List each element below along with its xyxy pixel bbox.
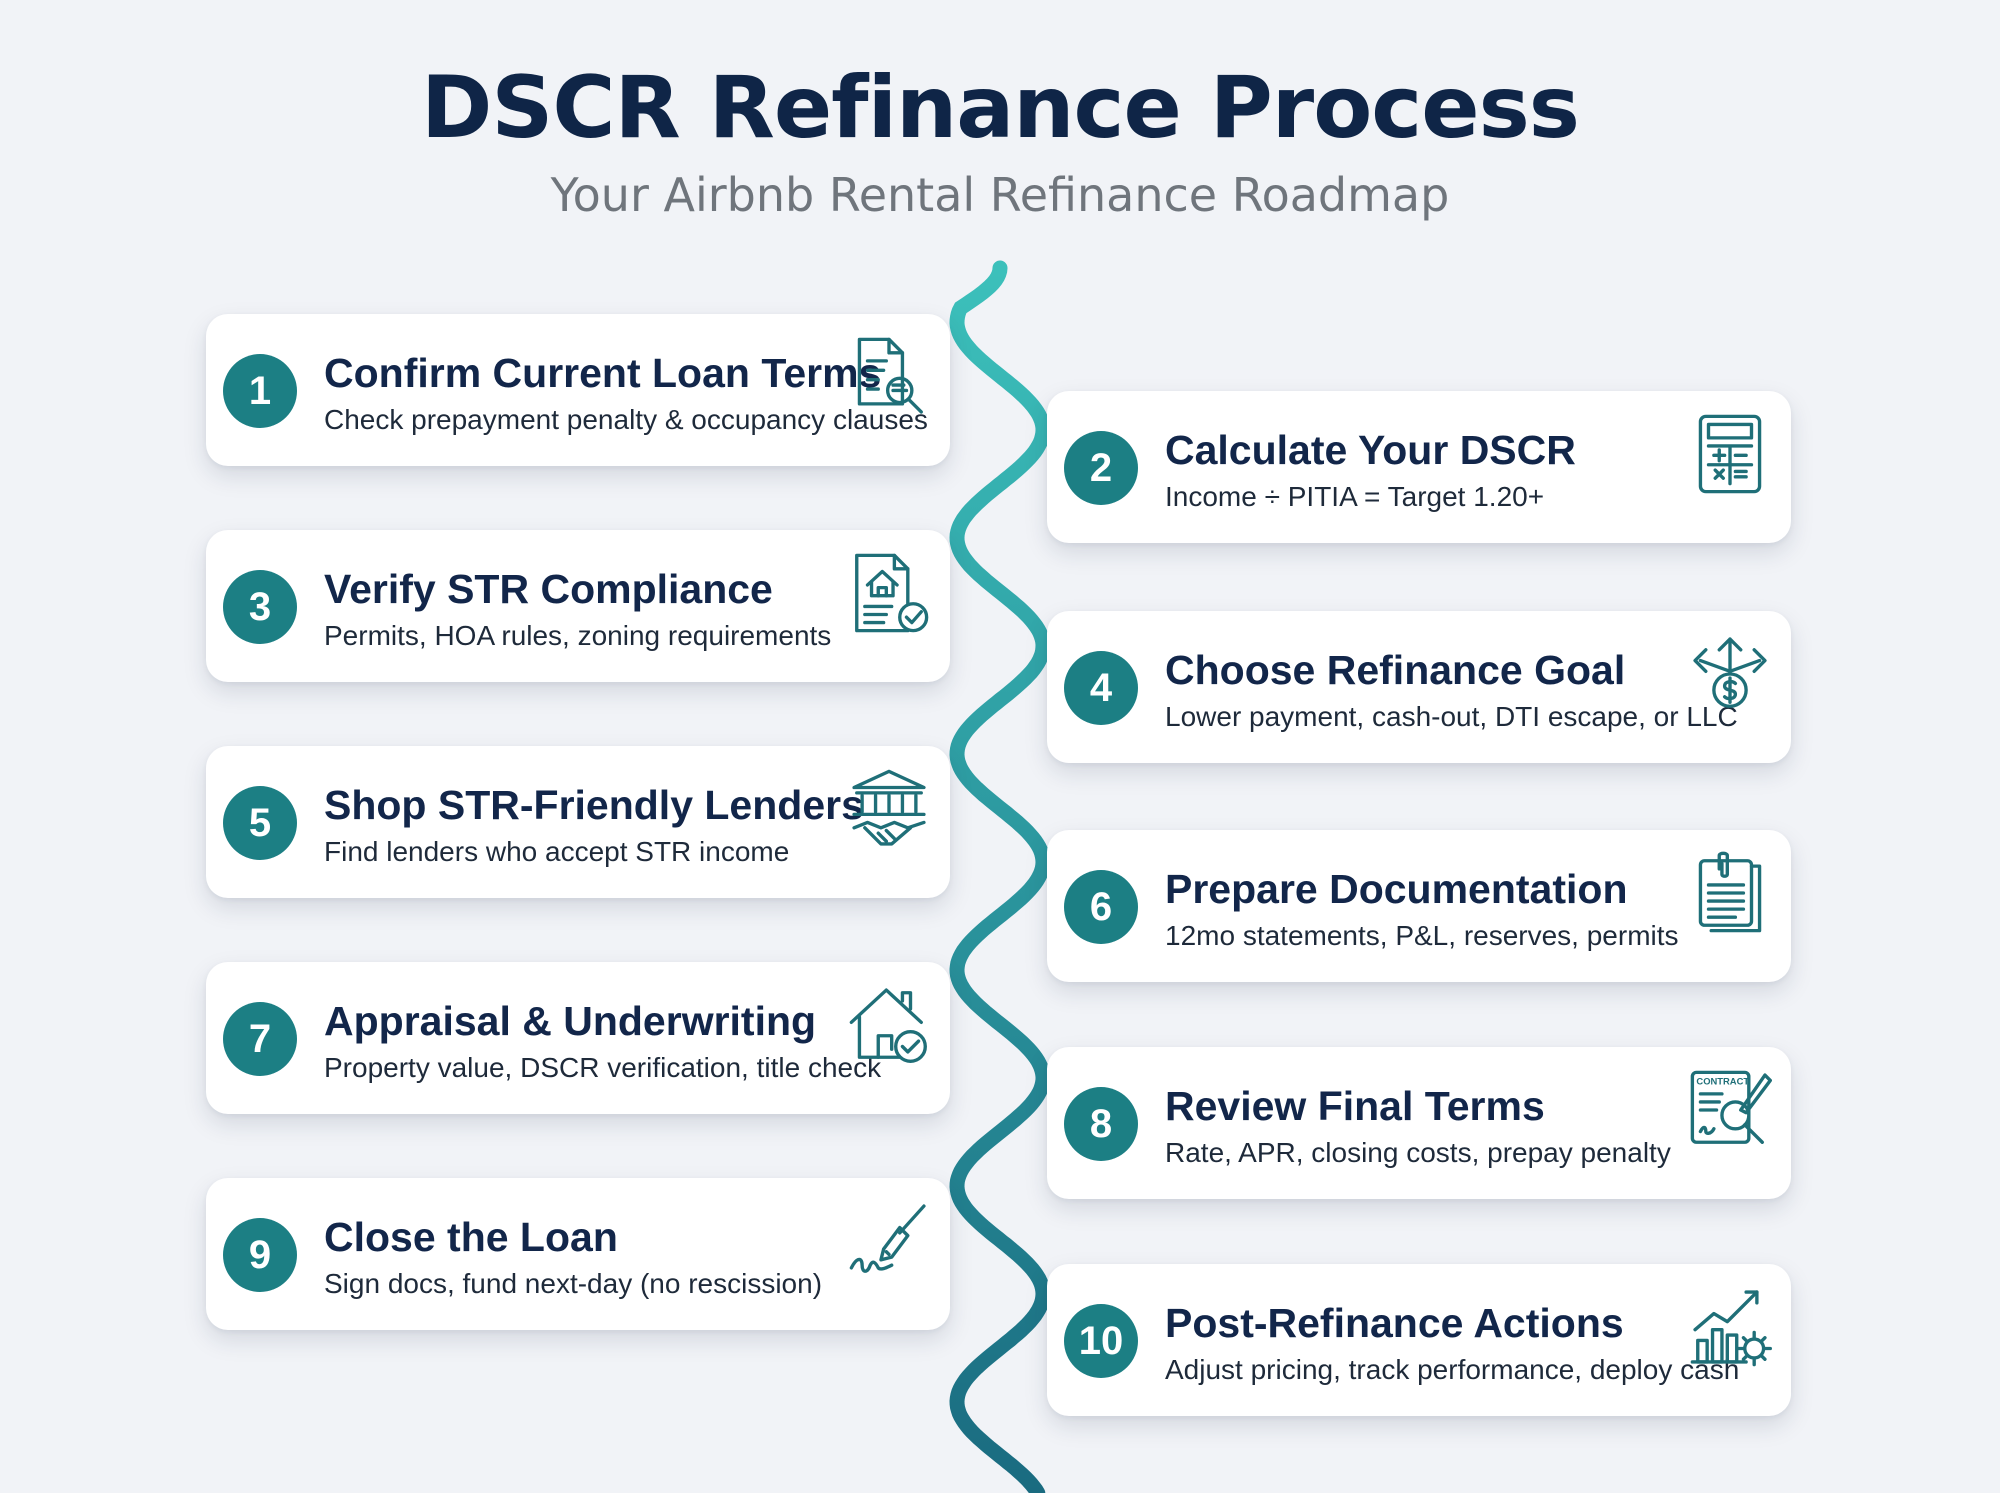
step-description: Income ÷ PITIA = Target 1.20+ (1165, 481, 1545, 512)
step-number-badge: 4 (1064, 651, 1138, 725)
step-description: Property value, DSCR verification, title… (324, 1052, 882, 1083)
pen-signature-icon (846, 1198, 932, 1284)
step-description: Sign docs, fund next-day (no rescission) (324, 1268, 823, 1299)
contract-review-icon: CONTRACT (1687, 1067, 1773, 1153)
page-subtitle: Your Airbnb Rental Refinance Roadmap (550, 168, 1450, 222)
step-title: Close the Loan (324, 1214, 618, 1260)
step-title: Post-Refinance Actions (1165, 1300, 1624, 1346)
clipboard-documents-icon (1687, 850, 1773, 936)
house-document-check-icon (846, 550, 932, 636)
step-number-badge: 7 (223, 1002, 297, 1076)
calculator-icon (1687, 411, 1773, 497)
step-title: Confirm Current Loan Terms (324, 350, 882, 396)
step-title: Shop STR-Friendly Lenders (324, 782, 864, 828)
step-card-9[interactable]: 9 Close the Loan Sign docs, fund next-da… (206, 1178, 950, 1330)
step-card-3[interactable]: 3 Verify STR Compliance Permits, HOA rul… (206, 530, 950, 682)
step-number-badge: 2 (1064, 431, 1138, 505)
step-description: Check prepayment penalty & occupancy cla… (324, 404, 928, 435)
step-card-4[interactable]: 4 Choose Refinance Goal Lower payment, c… (1047, 611, 1791, 763)
step-card-2[interactable]: 2 Calculate Your DSCR Income ÷ PITIA = T… (1047, 391, 1791, 543)
step-description: Find lenders who accept STR income (324, 836, 790, 867)
document-search-icon (846, 334, 932, 420)
step-number-badge: 1 (223, 354, 297, 428)
growth-chart-gear-icon (1687, 1284, 1773, 1370)
step-title: Choose Refinance Goal (1165, 647, 1626, 693)
step-description: Lower payment, cash-out, DTI escape, or … (1165, 701, 1738, 732)
step-title: Appraisal & Underwriting (324, 998, 817, 1044)
step-description: 12mo statements, P&L, reserves, permits (1165, 920, 1679, 951)
step-number-badge: 5 (223, 786, 297, 860)
step-title: Prepare Documentation (1165, 866, 1628, 912)
house-check-icon (846, 982, 932, 1068)
step-number-badge: 8 (1064, 1087, 1138, 1161)
step-number-badge: 9 (223, 1218, 297, 1292)
step-card-5[interactable]: 5 Shop STR-Friendly Lenders Find lenders… (206, 746, 950, 898)
step-card-10[interactable]: 10 Post-Refinance Actions Adjust pricing… (1047, 1264, 1791, 1416)
step-title: Review Final Terms (1165, 1083, 1545, 1129)
step-description: Permits, HOA rules, zoning requirements (324, 620, 832, 651)
step-number-badge: 10 (1064, 1304, 1138, 1378)
step-title: Calculate Your DSCR (1165, 427, 1576, 473)
step-description: Adjust pricing, track performance, deplo… (1165, 1354, 1740, 1385)
page-title: DSCR Refinance Process (421, 58, 1580, 158)
step-card-8[interactable]: 8 Review Final Terms Rate, APR, closing … (1047, 1047, 1791, 1199)
step-card-6[interactable]: 6 Prepare Documentation 12mo statements,… (1047, 830, 1791, 982)
step-number-badge: 3 (223, 570, 297, 644)
step-number-badge: 6 (1064, 870, 1138, 944)
contract-label: CONTRACT (1696, 1075, 1749, 1086)
money-direction-arrows-icon (1687, 631, 1773, 717)
step-card-7[interactable]: 7 Appraisal & Underwriting Property valu… (206, 962, 950, 1114)
step-card-1[interactable]: 1 Confirm Current Loan Terms Check prepa… (206, 314, 950, 466)
bank-handshake-icon (846, 766, 932, 852)
step-title: Verify STR Compliance (324, 566, 773, 612)
step-description: Rate, APR, closing costs, prepay penalty (1165, 1137, 1671, 1168)
